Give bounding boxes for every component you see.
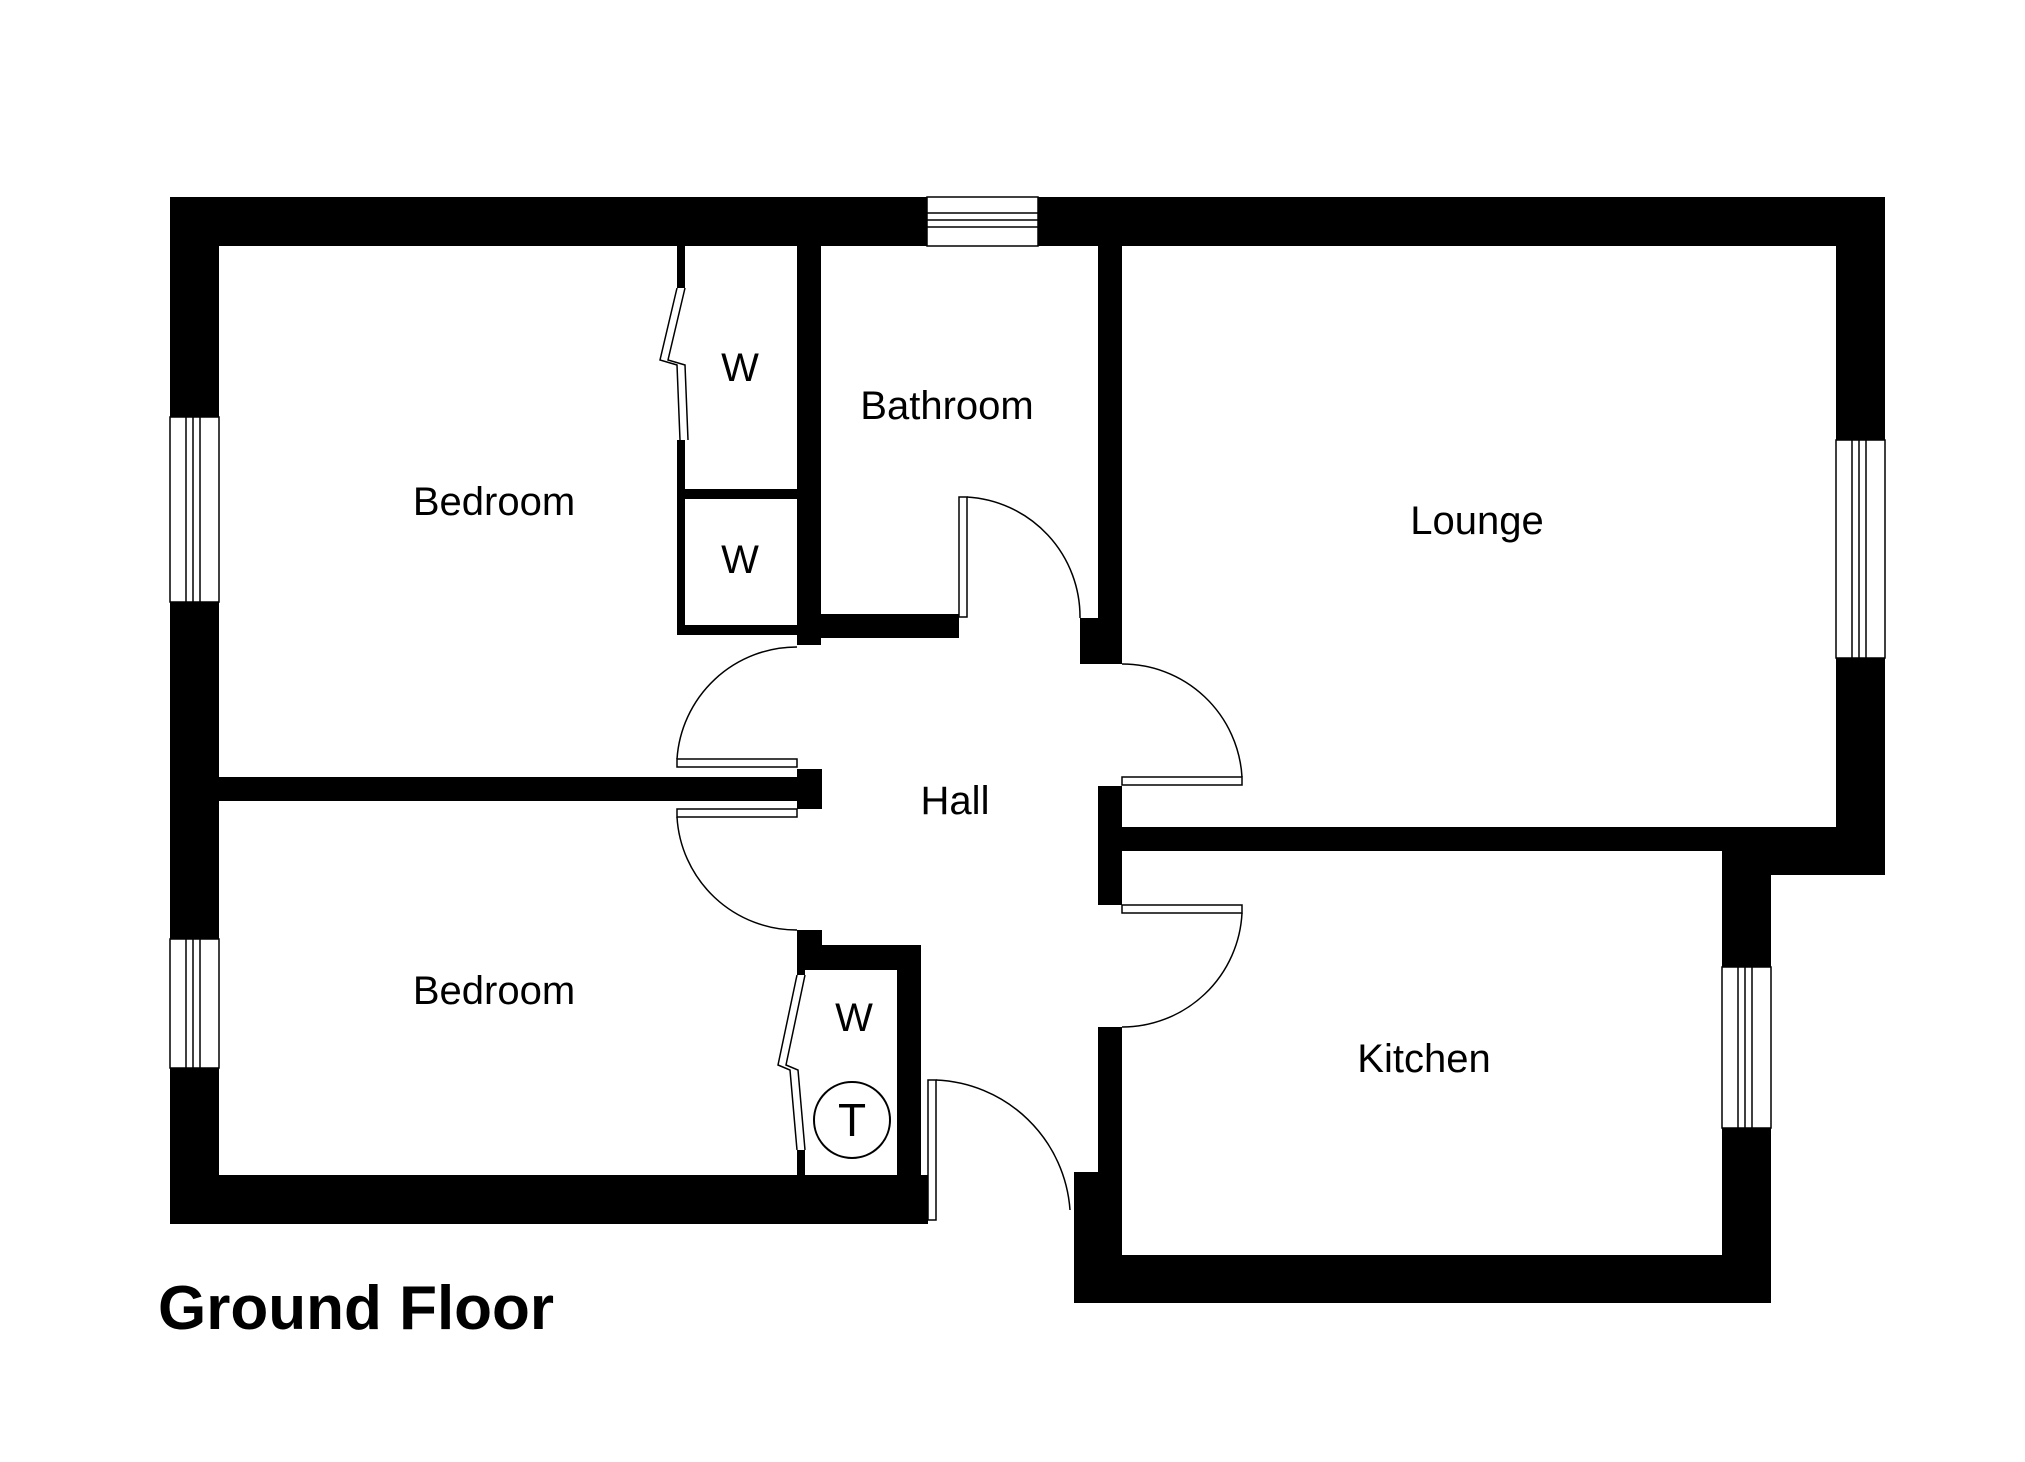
wall-hall-right-1 xyxy=(1098,786,1122,905)
hot-water-tank-icon xyxy=(813,1081,891,1159)
room-label-bedroom-1: Bedroom xyxy=(413,480,575,524)
room-label-hall: Hall xyxy=(921,779,990,823)
wall-bedroom-divider-stub xyxy=(797,769,822,809)
wall-left-1 xyxy=(170,197,219,417)
window-bathroom xyxy=(926,196,1039,247)
room-label-bathroom: Bathroom xyxy=(860,384,1033,428)
walls xyxy=(170,197,1885,1303)
window-lounge xyxy=(1835,439,1886,659)
wall-wardrobe-divider xyxy=(677,489,807,499)
wall-bath-left xyxy=(797,240,821,645)
wall-wardrobe-bottom xyxy=(677,625,807,635)
door-front[interactable] xyxy=(927,1079,1071,1221)
wall-bedroom-divider xyxy=(170,777,822,801)
door-wardrobe-1[interactable] xyxy=(659,287,689,441)
wall-bath-bottom xyxy=(797,614,959,638)
room-label-bedroom-2: Bedroom xyxy=(413,969,575,1013)
wall-lounge-left-stub xyxy=(1080,618,1122,664)
window-bedroom-1 xyxy=(169,416,220,603)
door-bathroom[interactable] xyxy=(958,496,1081,619)
wall-wardrobe-front-1 xyxy=(677,240,685,288)
windows xyxy=(169,196,1886,1129)
wardrobe-label-3: W xyxy=(835,996,873,1040)
wall-kitchen-right-1 xyxy=(1722,827,1771,967)
wall-bottom-left xyxy=(170,1175,928,1224)
wall-right-1 xyxy=(1836,197,1885,440)
wardrobe-label-2: W xyxy=(721,538,759,582)
room-label-kitchen: Kitchen xyxy=(1357,1037,1490,1081)
wall-wardrobe-front-2 xyxy=(677,440,685,635)
window-kitchen xyxy=(1721,966,1772,1129)
room-label-lounge: Lounge xyxy=(1410,499,1543,543)
door-kitchen[interactable] xyxy=(1121,904,1243,1028)
wall-kitchen-bottom xyxy=(1074,1255,1771,1303)
wall-kitchen-left xyxy=(1098,1027,1122,1255)
door-lounge[interactable] xyxy=(1121,663,1243,786)
wall-top-left xyxy=(170,197,927,246)
door-bedroom-1[interactable] xyxy=(676,646,798,768)
wall-top-right xyxy=(1038,197,1885,246)
wall-cupboard-left xyxy=(797,945,805,975)
doors xyxy=(659,287,1243,1221)
floor-title: Ground Floor xyxy=(158,1274,554,1343)
wardrobe-label-1: W xyxy=(721,346,759,390)
door-cupboard[interactable] xyxy=(777,974,806,1151)
wall-lounge-left xyxy=(1098,240,1122,664)
wall-cupboard-left-low xyxy=(797,1150,805,1180)
window-bedroom-2 xyxy=(169,938,220,1069)
tank-label: T xyxy=(838,1094,866,1146)
wall-cupboard-right xyxy=(897,945,921,1224)
door-bedroom-2[interactable] xyxy=(676,808,798,931)
wall-left-2 xyxy=(170,602,219,939)
